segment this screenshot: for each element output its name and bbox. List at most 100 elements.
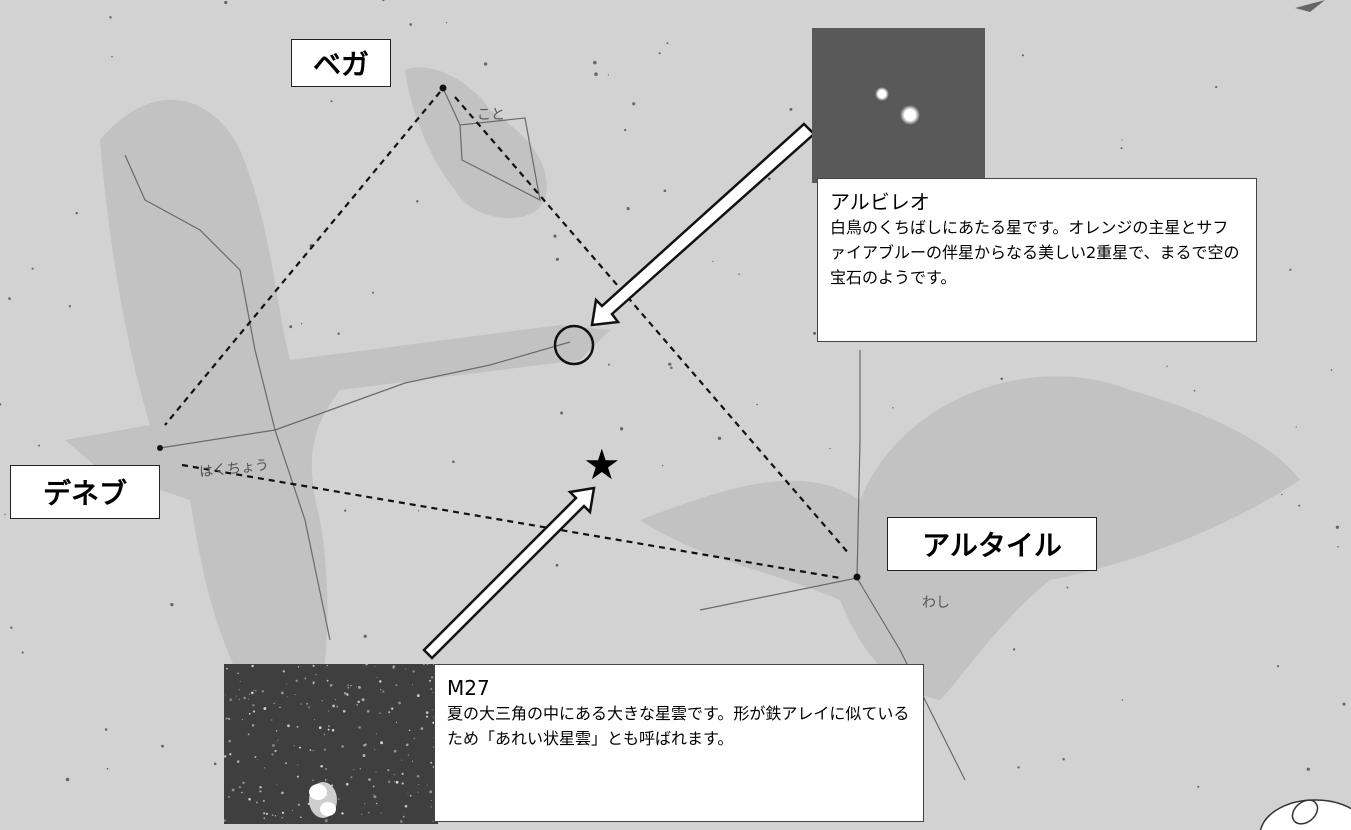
background-star-dot xyxy=(756,403,758,406)
lyra-line xyxy=(442,87,541,202)
m27-field-star xyxy=(263,767,266,769)
m27-field-star xyxy=(387,769,390,772)
background-star-dot xyxy=(594,72,598,76)
m27-field-star xyxy=(265,812,269,815)
cygnus-line-body xyxy=(159,341,571,449)
m27-field-star xyxy=(248,693,251,696)
m27-field-star xyxy=(346,693,349,696)
background-star-dot xyxy=(224,0,228,5)
background-star-dot xyxy=(717,436,722,441)
background-star-dot xyxy=(417,510,420,512)
m27-field-star xyxy=(375,733,378,735)
m27-field-star xyxy=(430,806,432,808)
m27-field-star xyxy=(259,790,262,793)
constellation-lines xyxy=(124,87,966,781)
m27-field-star xyxy=(379,712,381,714)
background-star-dot xyxy=(1298,504,1301,507)
m27-field-star xyxy=(426,664,429,666)
background-star-dot xyxy=(661,464,664,467)
background-star-dot xyxy=(363,634,367,638)
triangle-vega-deneb xyxy=(164,91,441,426)
m27-field-star xyxy=(263,812,266,815)
background-star-dot xyxy=(738,273,740,275)
m27-field-star xyxy=(423,664,425,666)
m27-field-star xyxy=(416,694,420,698)
m27-field-star xyxy=(261,690,265,693)
m27-field-star xyxy=(343,691,347,695)
m27-field-star xyxy=(241,718,243,720)
m27-field-star xyxy=(254,756,257,758)
m27-field-star xyxy=(363,664,365,666)
background-star-dot xyxy=(555,257,559,261)
background-star-dot xyxy=(111,55,113,58)
m27-field-star xyxy=(380,812,382,814)
m27-field-star xyxy=(251,691,254,695)
m27-title: M27 xyxy=(447,676,490,700)
m27-field-star xyxy=(281,816,284,819)
background-star-dot xyxy=(104,728,108,731)
m27-field-star xyxy=(353,769,355,771)
altair-star xyxy=(853,573,861,581)
m27-field-star xyxy=(304,677,307,680)
background-star-dot xyxy=(593,60,597,65)
m27-field-star xyxy=(430,687,433,691)
m27-field-star xyxy=(238,698,240,701)
m27-field-star xyxy=(331,728,335,732)
m27-field-star xyxy=(309,749,312,751)
m27-field-star xyxy=(325,779,327,781)
m27-photo xyxy=(224,664,438,824)
m27-field-star xyxy=(391,707,394,710)
background-star-dot xyxy=(170,602,174,607)
m27-field-star xyxy=(279,706,281,709)
m27-field-star xyxy=(263,817,265,819)
background-star-dot xyxy=(1330,369,1333,371)
m27-field-star xyxy=(229,698,233,702)
m27-field-star xyxy=(364,803,366,805)
background-star-dot xyxy=(892,407,894,409)
m27-field-star xyxy=(228,796,230,798)
m27-field-star xyxy=(406,743,409,747)
m27-field-star xyxy=(235,695,237,697)
background-star-dot xyxy=(666,42,669,45)
m27-field-star xyxy=(286,823,288,824)
m27-field-star xyxy=(297,764,299,766)
m27-field-star xyxy=(425,715,429,718)
m27-field-star xyxy=(401,759,403,761)
m27-field-star xyxy=(276,740,278,742)
m27-field-star xyxy=(282,670,286,673)
m27-field-star xyxy=(432,691,434,693)
lyre-figure xyxy=(405,67,547,219)
m27-field-star xyxy=(341,812,344,815)
m27-field-star xyxy=(287,724,290,728)
m27-info-box: M27 夏の大三角の中にある大きな星雲です。形が鉄アレイに似ているため「あれい状… xyxy=(434,664,924,822)
m27-field-star xyxy=(255,690,257,692)
m27-field-star xyxy=(263,707,267,710)
m27-description: 夏の大三角の中にある大きな星雲です。形が鉄アレイに似ているため「あれい状星雲」と… xyxy=(447,704,910,748)
m27-field-star xyxy=(411,684,414,686)
m27-field-star xyxy=(271,719,273,721)
m27-field-star xyxy=(248,698,250,700)
background-star-dot xyxy=(409,23,413,26)
background-star-dot xyxy=(1289,268,1292,271)
m27-field-star xyxy=(274,749,277,753)
background-star-dot xyxy=(813,331,817,335)
m27-field-star xyxy=(297,803,301,807)
m27-field-star xyxy=(393,774,395,776)
background-star-dot xyxy=(213,762,217,766)
m27-field-star xyxy=(364,743,367,746)
m27-field-star xyxy=(228,739,231,743)
m27-field-star xyxy=(262,799,265,802)
m27-field-star xyxy=(413,737,416,740)
background-star-dot xyxy=(1215,85,1218,89)
m27-field-star xyxy=(252,704,255,707)
m27-field-star xyxy=(401,782,404,785)
summer-triangle xyxy=(164,91,851,580)
background-star-dot xyxy=(670,366,673,370)
m27-field-star xyxy=(298,746,302,749)
constellation-figures xyxy=(65,67,1300,700)
background-star-dot xyxy=(21,651,24,654)
m27-field-star xyxy=(251,724,255,727)
background-star-dot xyxy=(0,403,2,406)
m27-field-star xyxy=(272,744,275,747)
background-star-dot xyxy=(555,563,559,567)
